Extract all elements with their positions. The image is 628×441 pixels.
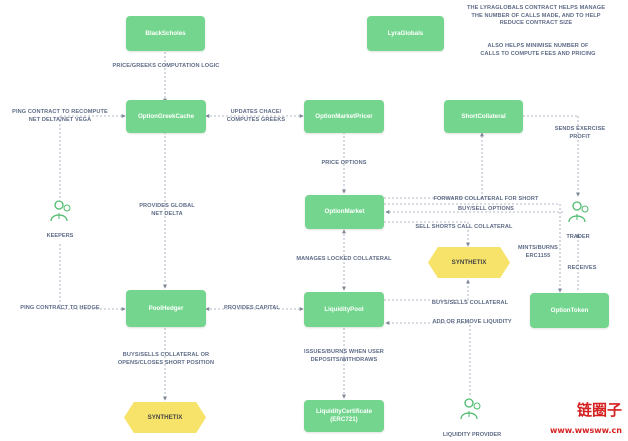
keepers-person-icon [50,200,71,222]
node-option-greek-cache: OptionGreekCache [126,100,206,133]
trader-label: TRADER [566,234,590,240]
watermark: 链圈子 www.wwsww.cn [550,403,622,437]
trader-person-icon [568,201,589,223]
node-pool-hedger: PoolHedger [126,290,206,327]
label-price-options: PRICE OPTIONS [321,160,367,166]
lyraglobals-note-2: ALSO HELPS MINIMISE NUMBER OF CALLS TO C… [480,43,596,57]
liquidity-provider-person-icon [460,398,481,420]
node-liquidity-pool: LiquidityPool [304,292,384,327]
label-manages-locked: MANAGES LOCKED COLLATERAL [296,256,392,262]
label-price-greeks: PRICE/GREEKS COMPUTATION LOGIC [112,63,220,69]
node-option-market: OptionMarket [305,195,384,229]
node-option-token: OptionToken [530,293,609,328]
node-option-market-pricer: OptionMarketPricer [304,100,384,133]
label-receives: RECEIVES [567,265,597,271]
label-mints-burns: MINTS/BURNS ERC1155 [518,245,558,259]
node-lyraglobals: LyraGlobals [367,16,444,51]
label-sell-shorts: SELL SHORTS CALL COLLATERAL [415,224,513,230]
keepers-label: KEEPERS [46,233,74,239]
liquidity-provider-label: LIQUIDITY PROVIDER [442,432,502,438]
label-buy-sell-options: BUY/SELL OPTIONS [458,206,514,212]
label-add-remove-liquidity: ADD OR REMOVE LIQUIDITY [432,319,512,325]
label-issues-burns: ISSUES/BURNS WHEN USER DEPOSITS/WITHDRAW… [304,349,384,363]
label-updates-cache: UPDATES CHACE/ COMPUTES GREEKS [226,109,286,123]
label-buys-sells-opens: BUYS/SELLS COLLATERAL OR OPENS/CLOSES SH… [117,352,215,366]
watermark-cn: 链圈子 [576,401,622,419]
label-buys-sells-collateral: BUYS/SELLS COLLATERAL [431,300,509,306]
node-synthetix-top: SYNTHETIX [428,247,510,278]
label-forward-collateral: FORWARD COLLATERAL FOR SHORT [433,196,539,202]
label-provides-global: PROVIDES GLOBAL NET DELTA [139,203,195,217]
label-provides-capital: PROVIDES CAPITAL [224,305,280,311]
watermark-url: www.wwsww.cn [550,426,622,435]
node-blackscholes: BlackScholes [126,16,205,51]
node-short-collateral: ShortCollateral [444,100,523,133]
node-synthetix-bottom: SYNTHETIX [124,402,206,433]
lyraglobals-note: THE LYRAGLOBALS CONTRACT HELPS MANAGE TH… [466,5,606,27]
node-liquidity-certificate: LiquidityCertificate (ERC721) [304,400,384,432]
label-ping-hedge: PING CONTRACT TO HEDGE [20,305,100,311]
label-sends-exercise: SENDS EXERCISE PROFIT [554,126,606,140]
label-ping-recompute: PING CONTRACT TO RECOMPUTE NET DELTA/NET… [12,109,108,123]
